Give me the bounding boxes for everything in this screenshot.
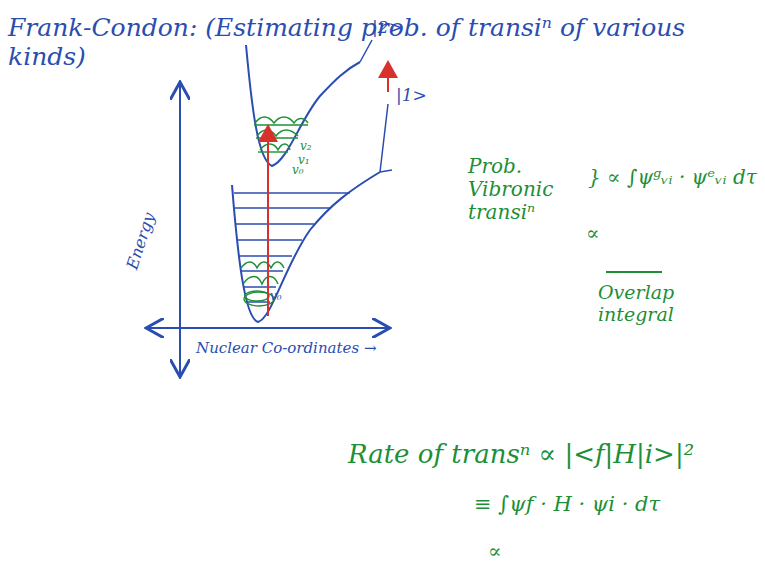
formula: Rate of transⁿ ∝ |<f|H|i>|² (348, 440, 694, 470)
state-label: |2> (372, 18, 403, 38)
text-note: Prob. Vibronic transiⁿ (468, 155, 588, 224)
transition-arrow (267, 126, 269, 316)
ground-state-curve (232, 172, 380, 322)
state-label: |1> (396, 86, 427, 106)
symbol: ∝ (488, 540, 502, 563)
excited-state-curve (246, 45, 360, 166)
formula: ≡ ∫ψf · H · ψi · dτ (474, 492, 660, 516)
symbol: ∝ (586, 222, 600, 245)
text-note: Overlap integral (598, 282, 698, 326)
level-label: v₂ (300, 140, 312, 154)
nuclear-axis (170, 327, 388, 329)
level-label: v₀ (270, 290, 282, 304)
transition-arrow (387, 62, 389, 92)
formula: } ∝ ∫ψᵍᵥᵢ · ψᵉᵥᵢ dτ (588, 166, 757, 189)
level-label: v₀ (292, 164, 304, 178)
axis-label: Nuclear Co-ordinates → (196, 340, 376, 357)
underline (606, 271, 662, 273)
axis-label: Energy (123, 211, 159, 272)
